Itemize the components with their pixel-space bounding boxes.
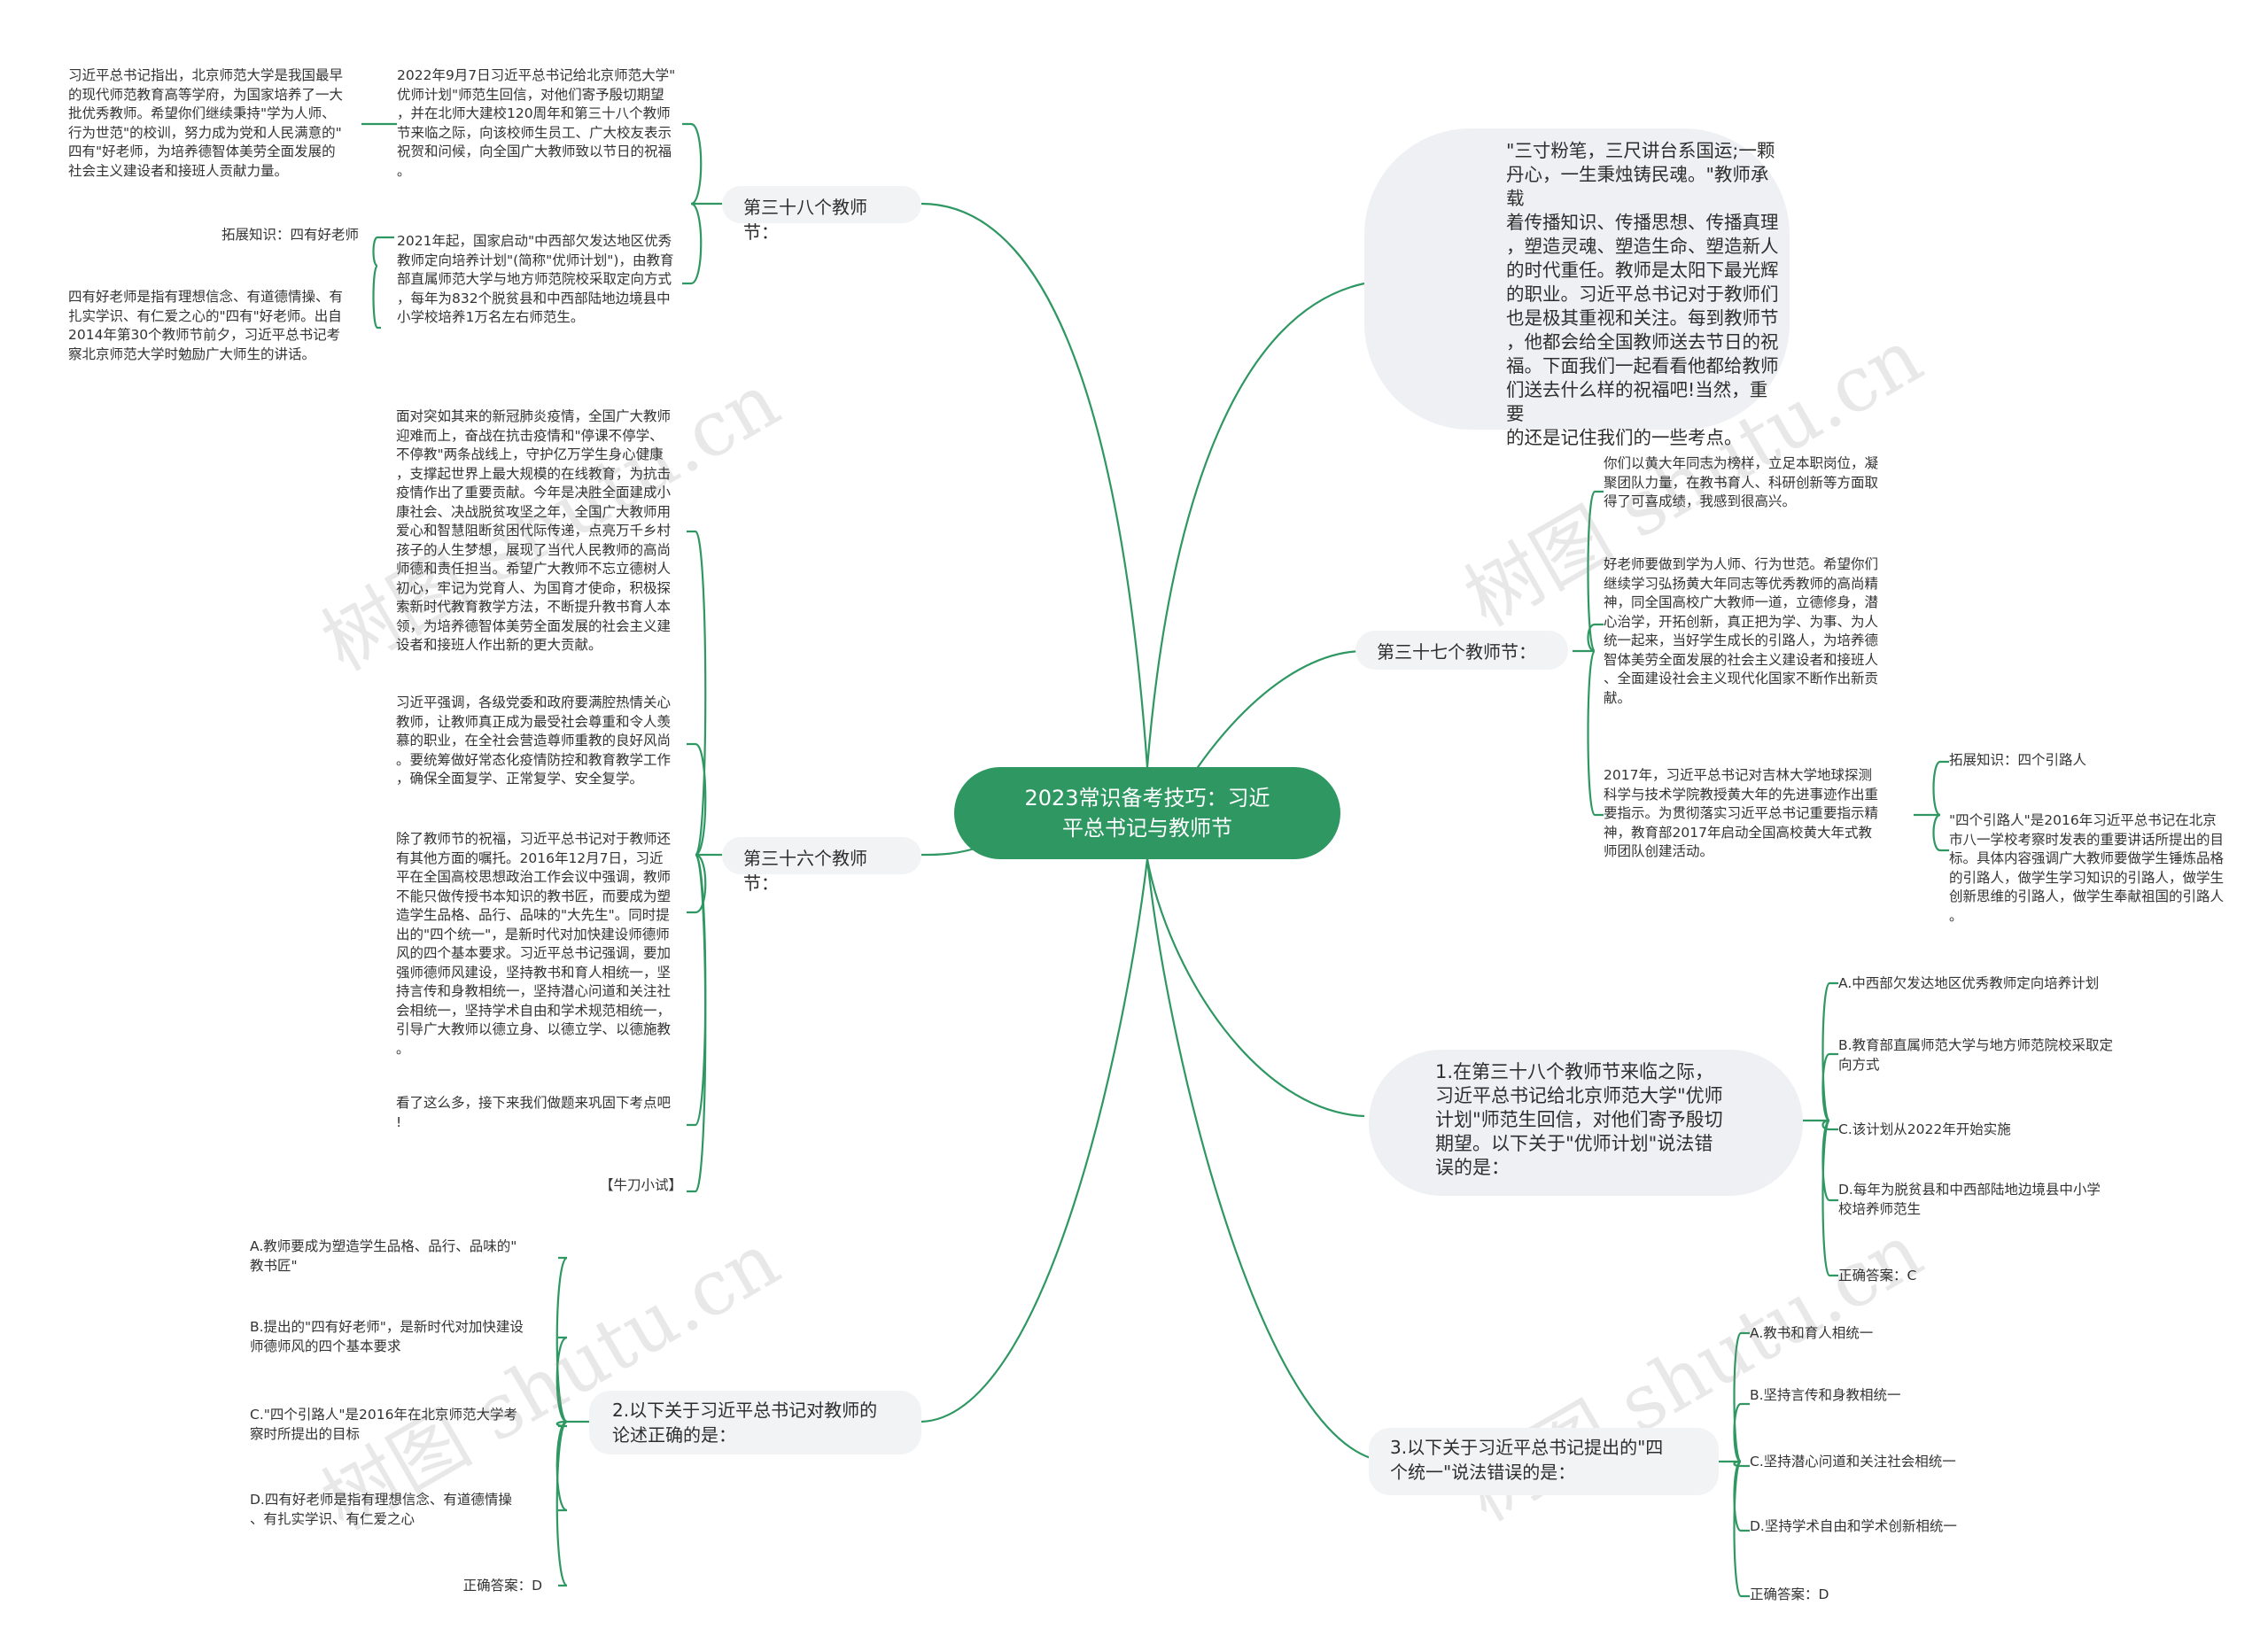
b38-leaf-plan: 2021年起，国家启动"中西部欠发达地区优秀 教师定向培养计划"(简称"优师计划… [397, 233, 674, 325]
branch-38th-teachers-day[interactable]: 第三十八个教师节： [722, 186, 921, 243]
q1-answer: 正确答案：C [1838, 1268, 1917, 1284]
b36-leaf-quiz-title: 【牛刀小试】 [600, 1177, 683, 1193]
link-center-intro [1146, 282, 1365, 768]
q3-answer: 正确答案：D [1750, 1586, 1829, 1602]
q1-option-d[interactable]: D.每年为脱贫县和中西部陆地边境县中小学 校培养师范生 [1838, 1182, 2101, 1217]
q3-option-d[interactable]: D.坚持学术自由和学术创新相统一 [1750, 1518, 1957, 1534]
question-1-text: 1.在第三十八个教师节来临之际， 习近平总书记给北京师范大学"优师 计划"师范生… [1435, 1061, 1723, 1178]
b38-extension-child: 四有好老师是指有理想信念、有道德情操、有 扎实学识、有仁爱之心的"四有"好老师。… [68, 289, 344, 362]
intro-text: "三寸粉笔，三尺讲台系国运;一颗 丹心，一生秉烛铸民魂。"教师承载 着传播知识、… [1506, 140, 1779, 448]
link-center-b38 [920, 202, 1149, 768]
b37-leaf-good-teacher: 好老师要做到学为人师、行为世范。希望你们 继续学习弘扬黄大年同志等优秀教师的高尚… [1604, 556, 1879, 706]
b38-leaf-letter: 2022年9月7日习近平总书记给北京师范大学" 优师计划"师范生回信，对他们寄予… [397, 67, 676, 179]
central-topic[interactable]: 2023常识备考技巧：习近 平总书记与教师节 [954, 767, 1340, 859]
q2-option-a[interactable]: A.教师要成为塑造学生品格、品行、品味的" 教书匠" [250, 1238, 517, 1274]
link-center-q3 [1146, 858, 1392, 1463]
link-center-q1 [1146, 858, 1365, 1118]
q2-option-b[interactable]: B.提出的"四有好老师"，是新时代对加快建设 师德师风的四个基本要求 [250, 1319, 524, 1354]
q1-option-c[interactable]: C.该计划从2022年开始实施 [1838, 1121, 2011, 1137]
b36-leaf-pandemic: 面对突如其来的新冠肺炎疫情，全国广大教师 迎难而上，奋战在抗击疫情和"停课不停学… [396, 408, 672, 653]
q3-option-c[interactable]: C.坚持潜心问道和关注社会相统一 [1750, 1454, 1956, 1470]
q2-answer: 正确答案：D [462, 1578, 542, 1594]
q3-option-a[interactable]: A.教书和育人相统一 [1750, 1325, 1874, 1341]
link-center-q2 [920, 858, 1149, 1423]
b36-leaf-four-unities: 除了教师节的祝福，习近平总书记对于教师还 有其他方面的嘱托。2016年12月7日… [396, 831, 672, 1057]
b36-leaf-transition: 看了这么多，接下来我们做题来巩固下考点吧 ! [396, 1095, 672, 1130]
question-3-node[interactable]: 3.以下关于习近平总书记提出的"四 个统一"说法错误的是： [1369, 1428, 1719, 1495]
q1-option-b[interactable]: B.教育部直属师范大学与地方师范院校采取定 向方式 [1838, 1037, 2114, 1073]
b37-leaf-huang-danian: 你们以黄大年同志为榜样，立足本职岗位，凝 聚团队力量，在教书育人、科研创新等方面… [1604, 455, 1879, 509]
b36-leaf-respect: 习近平强调，各级党委和政府要满腔热情关心 教师，让教师真正成为最受社会尊重和令人… [396, 694, 672, 787]
q2-option-c[interactable]: C."四个引路人"是2016年在北京师范大学考 察时所提出的目标 [250, 1407, 517, 1442]
b37-leaf-2017: 2017年，习近平总书记对吉林大学地球探测 科学与技术学院教授黄大年的先进事迹作… [1604, 767, 1879, 859]
q1-option-a[interactable]: A.中西部欠发达地区优秀教师定向培养计划 [1838, 975, 2100, 991]
branch-36th-teachers-day[interactable]: 第三十六个教师节： [722, 837, 921, 894]
b37-extension-child: "四个引路人"是2016年习近平总书记在北京 市八一学校考察时发表的重要讲话所提… [1949, 812, 2225, 924]
b37-extension-title: 拓展知识：四个引路人 [1949, 752, 2087, 768]
b38-extension-title: 拓展知识：四有好老师 [221, 227, 359, 243]
branch-37th-teachers-day[interactable]: 第三十七个教师节： [1355, 631, 1568, 670]
q3-option-b[interactable]: B.坚持言传和身教相统一 [1750, 1387, 1901, 1403]
b38-leaf-letter-child: 习近平总书记指出，北京师范大学是我国最早 的现代师范教育高等学府，为国家培养了一… [68, 67, 344, 179]
q2-option-d[interactable]: D.四有好老师是指有理想信念、有道德情操 、有扎实学识、有仁爱之心 [250, 1492, 512, 1527]
intro-node[interactable]: "三寸粉笔，三尺讲台系国运;一颗 丹心，一生秉烛铸民魂。"教师承载 着传播知识、… [1364, 128, 1790, 448]
question-2-node[interactable]: 2.以下关于习近平总书记对教师的 论述正确的是： [589, 1391, 921, 1454]
question-1-node[interactable]: 1.在第三十八个教师节来临之际， 习近平总书记给北京师范大学"优师 计划"师范生… [1369, 1050, 1803, 1196]
